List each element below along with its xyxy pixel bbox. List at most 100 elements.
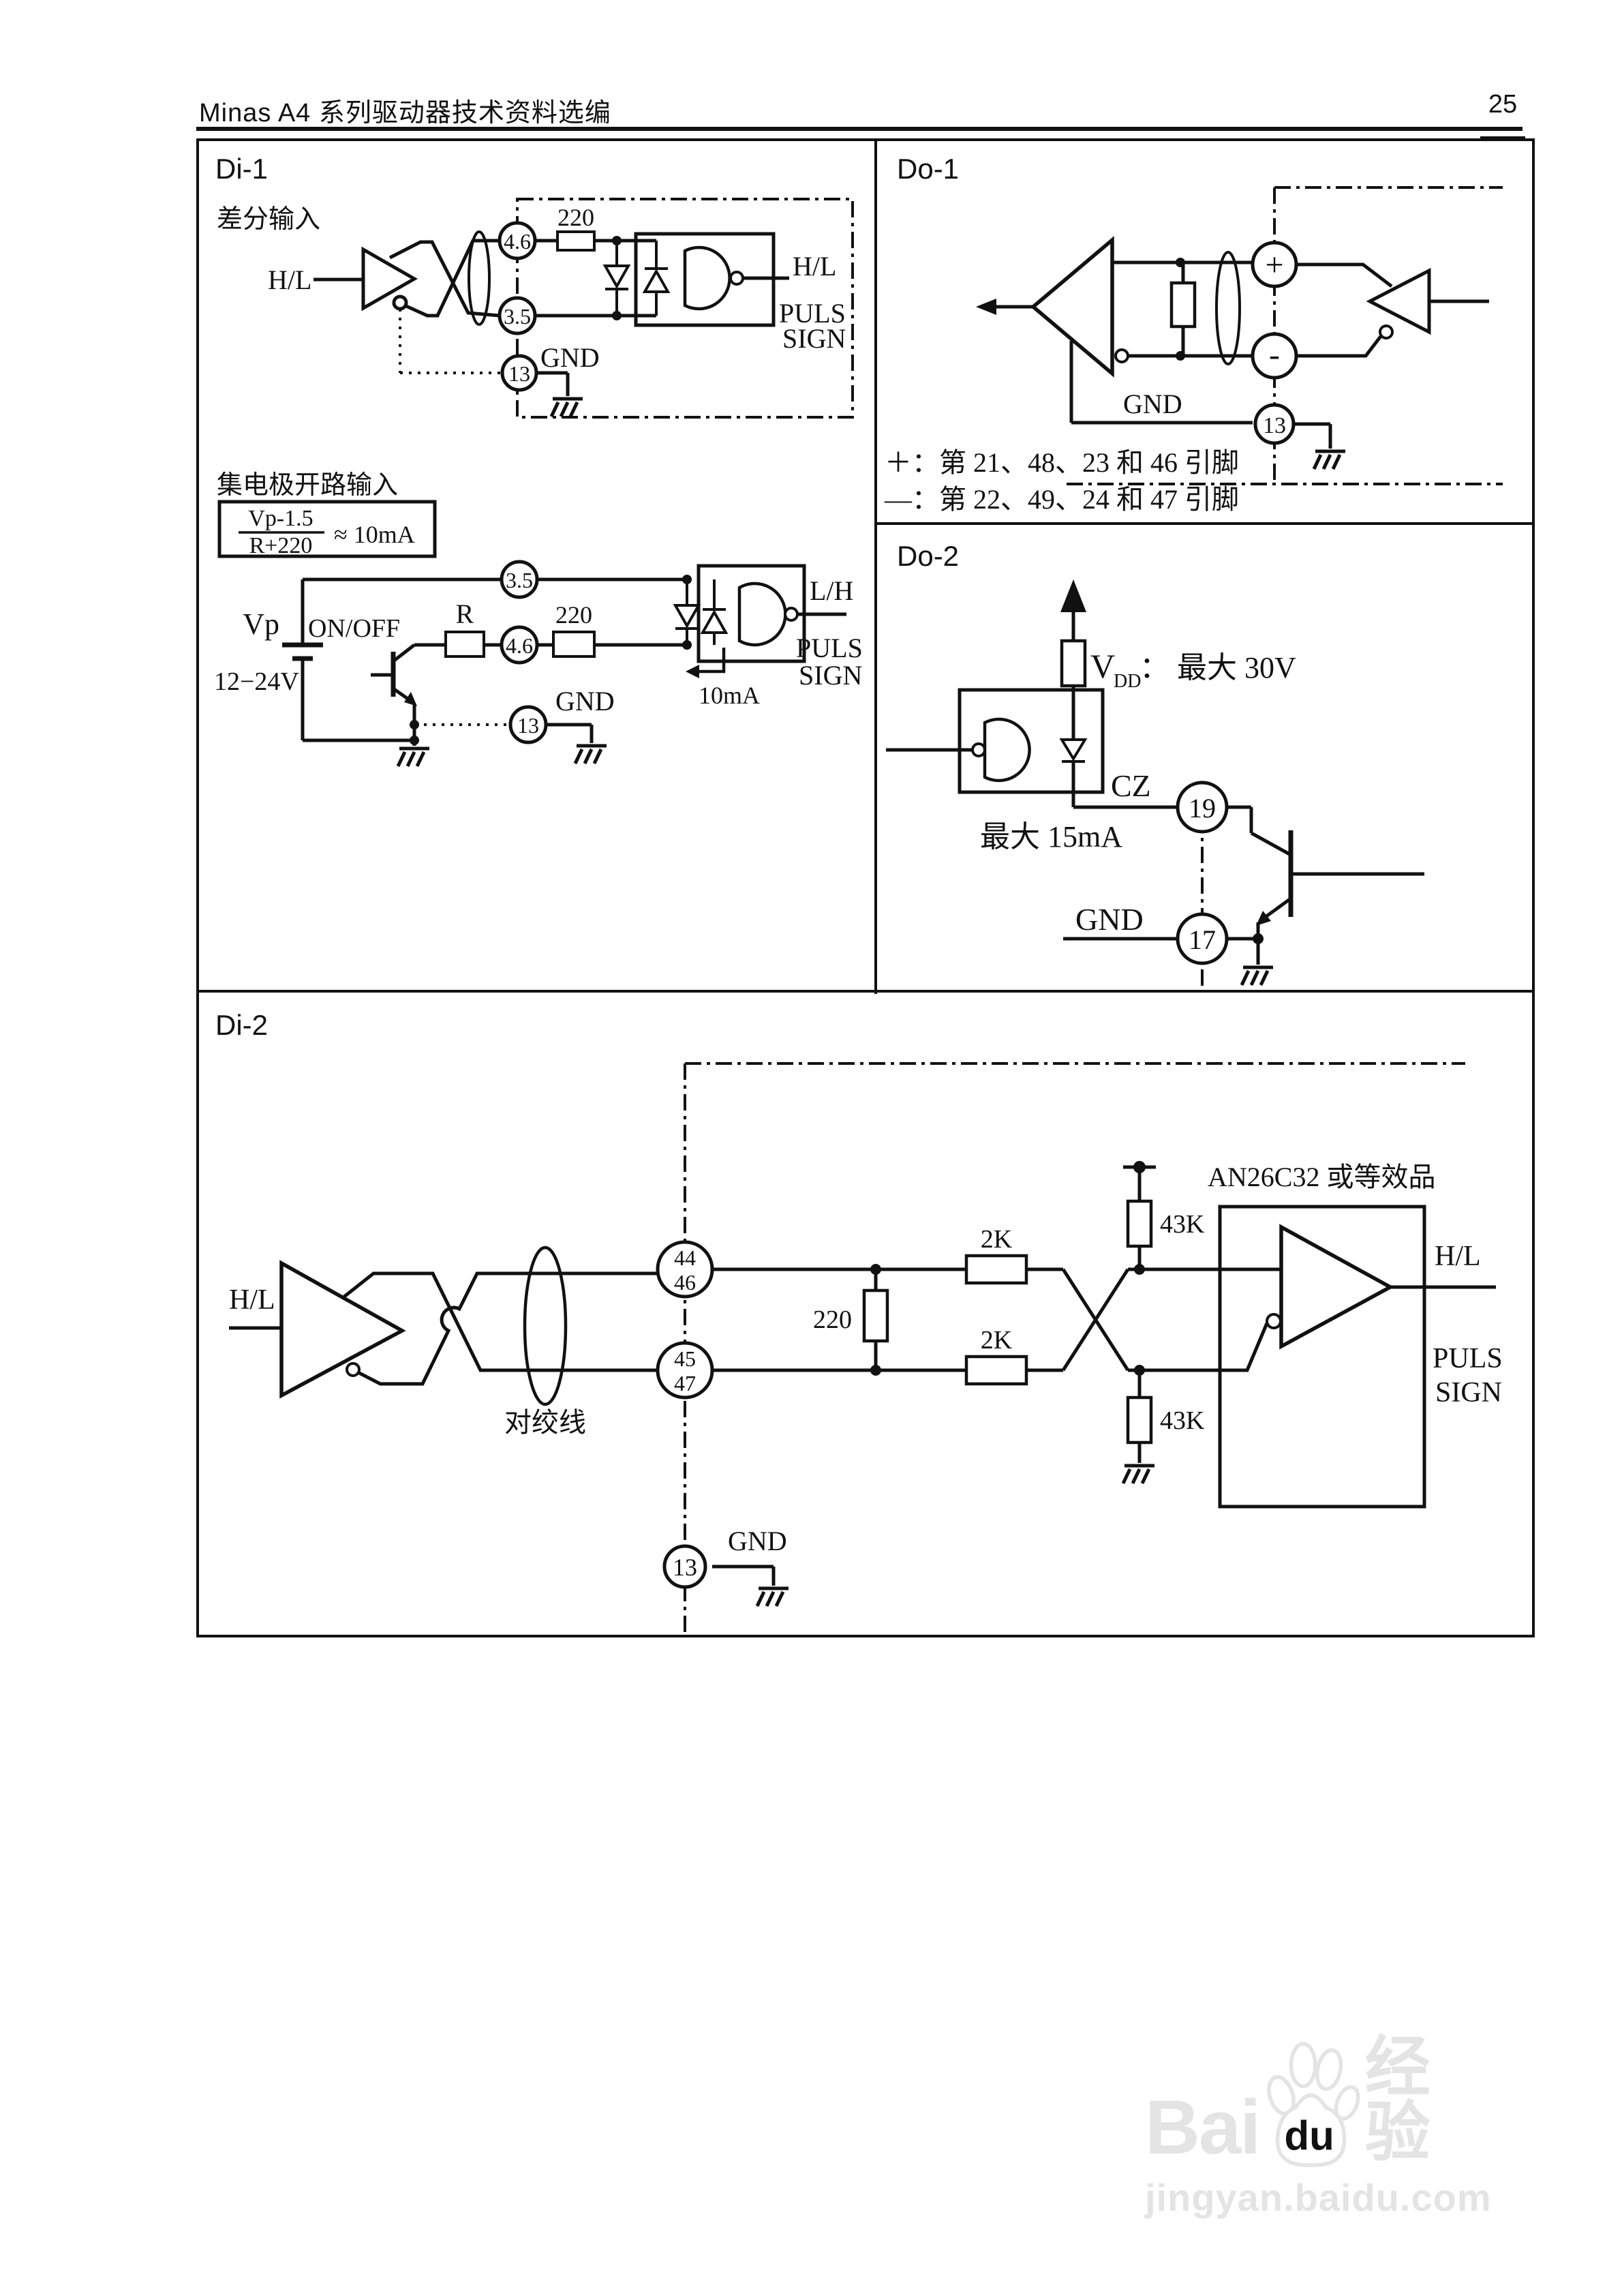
gate-output-bubble [784,607,799,622]
input-diode-pair [673,579,729,645]
di1-oc-pins: 3.5 4.6 13 [500,560,548,744]
resistor-2k-bottom [964,1355,1028,1386]
pin-label-45: 45 [674,1346,696,1371]
di2-driver-and-wires [229,1165,1496,1586]
do1-note-minus: —：第 22、49、24 和 47 引脚 [884,484,1239,515]
di1-oc-output-label: L/H [810,575,853,606]
ground-symbol [575,746,607,764]
di2-input-label: H/L [229,1284,275,1316]
di2-puls: PULS [1433,1343,1503,1374]
vdd-label-sub: DD [1114,671,1141,692]
driver-triangle [361,246,418,312]
twisted-pair-shield [468,230,491,326]
panel-divider-do1-do2 [876,522,1535,525]
battery-return-wire [301,659,414,742]
vdd-label-v: V [1090,647,1115,685]
drive-driver-triangle [1366,267,1431,335]
paw-shape [1267,2042,1360,2167]
receiver-triangle [1030,236,1114,378]
opto-diode [1059,738,1088,763]
di1-diff-gnd-label: GND [540,342,600,373]
resistor-43k-top-label: 43K [1160,1210,1205,1239]
pin-circle-13 [1253,403,1296,445]
pin13-gnd-wire [546,723,594,743]
panel-label-do1: Do-1 [897,153,959,185]
driver-triangle [279,1260,406,1399]
receiver-ic-box [1218,1205,1426,1509]
gate-input-bubble [971,742,986,757]
page-number-underline [1480,136,1525,138]
junction-dot [1176,258,1185,267]
receiver-bottom-input [1128,1323,1269,1372]
junction-dot [1134,1264,1145,1275]
resistor-R [444,631,485,658]
ground-symbol [1242,967,1273,985]
pin-label-47: 47 [674,1371,696,1395]
crossover-2 [1061,1268,1130,1372]
watermark-jingyan-text: 经验 [1364,2031,1430,2169]
opto-gate [983,717,1031,783]
pin-circle-13 [500,354,538,392]
di1-diff-section-label: 差分输入 [217,205,320,234]
junction-dot [410,736,419,745]
panel-grid-border [196,138,1535,1637]
pin-label-plus: + [1265,247,1283,283]
header-title: Minas A4 系列驱动器技术资料选编 [199,99,611,127]
di2-output-label: H/L [1435,1241,1481,1272]
crossover-wire-bottom [358,1271,658,1386]
di1-oc-wires [282,577,687,746]
current-arrow [697,648,726,674]
resistor-220 [862,1288,889,1343]
crossover-wire-top [388,240,500,318]
pin-label-13: 13 [1263,413,1286,438]
vp-label: Vp [243,607,279,641]
voltage-range-label: 12−24V [214,667,299,696]
do2-circuit-diagram: Do-2 V DD ： 最大 30V CZ 19 最大 15mA GND [886,540,1424,988]
opto-gate [683,245,731,311]
junction-dot [1253,933,1264,944]
optocoupler-box [958,688,1105,794]
twisted-pair-label: 对绞线 [504,1407,586,1438]
panel-label-di1: Di-1 [215,153,268,185]
di1-oc-gnd-label: GND [555,686,615,716]
di2-gnd-label: GND [728,1526,787,1556]
receiver-bubble [1266,1313,1282,1329]
supply-dot [1133,1161,1146,1173]
pin-circle-plus [1251,241,1298,288]
do1-note-plus: ＋：第 21、48、23 和 46 引脚 [885,447,1239,478]
resistor-2k-top-label: 2K [981,1225,1013,1254]
junction-dot [1134,1365,1145,1376]
di1-circuit-diagram: Di-1 差分输入 H/L 220 H/L PULS [214,153,863,991]
di1-drive-boundary-dashdot [516,198,854,419]
resistor-220 [552,631,596,658]
pin-label-19: 19 [1189,793,1216,824]
pin13-gnd-wire [712,1565,776,1586]
watermark-url: jingyan.baidu.com [1145,2176,1492,2219]
input-diode-pair [602,241,671,316]
di2-pins: 44 46 45 47 13 [656,1240,714,1589]
di2-circuit-diagram: Di-2 H/L 对绞线 220 2K 2K [215,1009,1503,1633]
formula-denominator: R+220 [249,533,313,558]
opto-gate [737,581,787,647]
header-rule [196,127,1522,131]
crossover-wire-top [343,1271,658,1372]
di1-diff-pins: 4.6 3.5 13 [498,221,538,392]
do1-circuit-diagram: Do-1 + - 13 GND [884,153,1503,515]
gate-output-bubble [729,271,744,286]
pin-label-46: 46 [674,1270,696,1295]
di1-oc-sign: SIGN [799,660,862,691]
top-rail [301,577,687,645]
pin13-gnd-wire [1294,422,1332,449]
pin-circle-45-47 [656,1341,714,1400]
cz-label: CZ [1111,768,1151,803]
panel-divider-top-di2 [196,990,1535,993]
panel-label-di2: Di-2 [215,1009,268,1041]
gnd-wire [1069,341,1253,425]
pin-circle-44-46 [656,1240,714,1299]
pin-label-4-6: 4.6 [504,229,531,254]
formula-box [217,500,437,558]
di1-diff-output-label: H/L [793,251,836,282]
di2-drive-boundary-dashdot [684,1062,1465,1633]
watermark: Bai du 经验 jingyan.baidu.com [1145,2031,1492,2220]
